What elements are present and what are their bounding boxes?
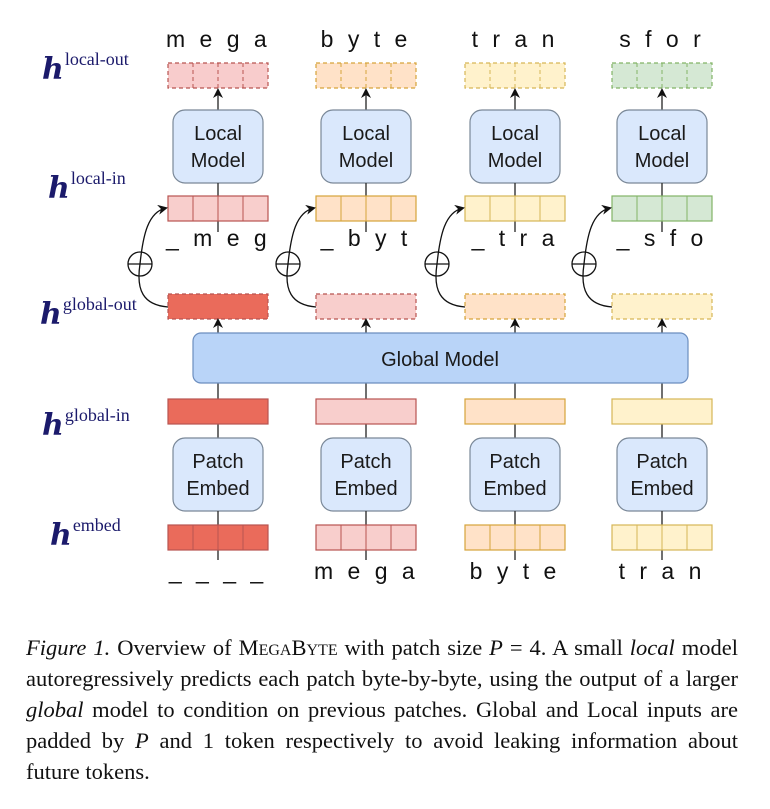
global-in-embedding [464, 398, 566, 425]
local-input-bytes-label: _ b y t [320, 225, 412, 251]
global-to-local-arrow [138, 204, 169, 308]
input-bytes-label: t r a n [618, 558, 706, 584]
global-in-embedding [315, 398, 417, 425]
patch-embed-box [616, 437, 708, 512]
emphasis-global: global [26, 697, 84, 722]
row-label-base: h [42, 52, 64, 87]
megabyte-architecture-diagram: hlocal-out hlocal-in hglobal-out hglobal… [40, 26, 713, 584]
local-model-box-label: Local [638, 123, 686, 145]
row-label-local-in: hlocal-in [48, 168, 126, 206]
figure-caption: Figure 1. Overview of MegaByte with patc… [26, 632, 738, 787]
local-input-bytes-label: _ s f o [616, 225, 708, 251]
model-name: MegaByte [238, 635, 338, 660]
caption-text: Overview of [110, 635, 239, 660]
row-label-superscript: global-in [64, 405, 130, 425]
input-bytes-label: m e g a [314, 558, 419, 584]
caption-text: = 4. A small [502, 635, 630, 660]
patch-embed-box-label: Patch [636, 451, 687, 473]
patch-embed-box-label: Embed [630, 478, 693, 500]
global-out-embedding [464, 293, 566, 320]
local-model-box-label: Model [191, 150, 245, 172]
row-label-base: h [50, 518, 72, 553]
row-label-global-out: hglobal-out [40, 294, 137, 332]
row-label-global-in: hglobal-in [42, 405, 130, 443]
row-label-local-out: hlocal-out [42, 49, 129, 87]
patch-embed-box-label: Embed [483, 478, 546, 500]
local-model-box [320, 109, 412, 184]
patch-embed-box-label: Embed [186, 478, 249, 500]
output-bytes-label: b y t e [320, 26, 412, 52]
caption-text: with patch size [337, 635, 490, 660]
local-out-embedding [315, 62, 417, 89]
local-model-box-label: Model [339, 150, 393, 172]
patch-embed-box-label: Embed [334, 478, 397, 500]
output-bytes-label: m e g a [166, 26, 271, 52]
global-to-local-arrow [435, 204, 466, 308]
local-input-bytes-label: _ m e g [166, 225, 271, 251]
global-to-local-arrow [582, 204, 613, 308]
output-bytes-label: t r a n [471, 26, 559, 52]
row-label-base: h [48, 171, 70, 206]
input-bytes-label: b y t e [469, 558, 561, 584]
patch-embed-box-label: Patch [340, 451, 391, 473]
variable-p: P [135, 728, 149, 753]
caption-text: model to condition on previous patches. … [26, 697, 738, 753]
global-out-embedding [167, 293, 269, 320]
global-model-label: Global Model [381, 349, 499, 371]
row-label-embed: hembed [50, 515, 121, 553]
patch-embed-box [172, 437, 264, 512]
patch-embed-box-label: Patch [489, 451, 540, 473]
local-model-box-label: Model [488, 150, 542, 172]
output-bytes-label: s f o r [619, 26, 705, 52]
variable-p: P [489, 635, 503, 660]
local-model-box-label: Local [342, 123, 390, 145]
row-label-base: h [40, 297, 62, 332]
local-input-bytes-label: _ t r a [471, 225, 559, 251]
local-model-box-label: Local [194, 123, 242, 145]
global-out-embedding [315, 293, 417, 320]
global-model-box [192, 332, 689, 384]
local-model-box [469, 109, 561, 184]
row-label-superscript: local-in [70, 168, 126, 188]
global-out-embedding [611, 293, 713, 320]
figure-label: Figure 1. [26, 635, 111, 660]
input-bytes-label: _ _ _ _ [168, 558, 268, 584]
row-label-superscript: local-out [64, 49, 129, 69]
local-model-box-label: Model [635, 150, 689, 172]
emphasis-local: local [629, 635, 675, 660]
local-model-box [616, 109, 708, 184]
caption-text: and 1 token respectively to avoid leakin… [26, 728, 738, 784]
row-label-base: h [42, 408, 64, 443]
caption-text: model autoregressively predicts each pat… [26, 635, 738, 691]
global-in-embedding [611, 398, 713, 425]
row-label-superscript: global-out [62, 294, 137, 314]
global-in-embedding [167, 398, 269, 425]
patch-embed-box-label: Patch [192, 451, 243, 473]
patch-embed-box [469, 437, 561, 512]
patch-embed-box [320, 437, 412, 512]
global-to-local-arrow [286, 204, 317, 308]
local-model-box [172, 109, 264, 184]
row-label-superscript: embed [72, 515, 121, 535]
local-model-box-label: Local [491, 123, 539, 145]
